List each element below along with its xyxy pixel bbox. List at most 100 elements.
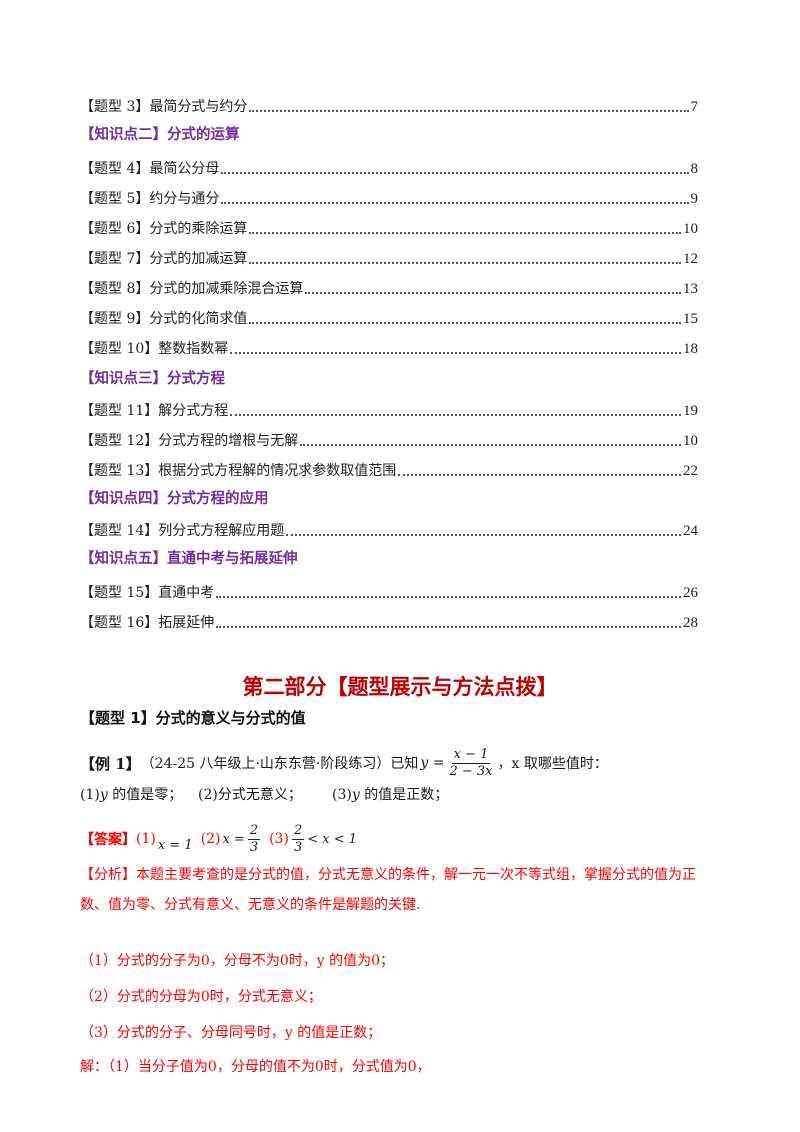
toc-dots xyxy=(249,110,689,112)
answer-1-label: (1) xyxy=(136,831,156,847)
toc-label: 【题型 7】分式的加减运算 xyxy=(80,251,248,267)
question-var: y xyxy=(351,787,360,803)
toc-dots xyxy=(286,534,681,536)
answer-2-label: (2) xyxy=(200,831,221,847)
example-tail: ，x 取哪些值时： xyxy=(497,756,608,772)
toc-dots xyxy=(221,172,689,174)
toc-label: 【题型 13】根据分式方程解的情况求参数取值范围 xyxy=(80,463,397,479)
toc-page: 12 xyxy=(683,251,698,267)
toc-heading-knowledge5: 【知识点五】直通中考与拓展延伸 xyxy=(80,551,298,567)
type-heading: 【题型 1】分式的意义与分式的值 xyxy=(80,709,306,727)
toc-item-type4[interactable]: 【题型 4】最简公分母 8 xyxy=(80,154,698,178)
answer-2-fraction: 2 3 xyxy=(247,822,261,856)
toc-dots xyxy=(305,292,681,294)
answer: 【答案】 (1) x = 1 (2) x = 2 3 (3) 2 3 < x <… xyxy=(80,816,357,862)
fraction-denominator: 2 − 3x xyxy=(449,763,493,779)
toc-item-type15[interactable]: 【题型 15】直通中考 26 xyxy=(80,578,698,602)
analysis-line-3: （3）分式的分子、分母同号时，y 的值是正数； xyxy=(80,1025,382,1041)
question-2: (2)分式无意义； xyxy=(198,784,332,804)
toc-page: 10 xyxy=(683,433,698,449)
toc-page: 19 xyxy=(683,403,698,419)
toc-item-type9[interactable]: 【题型 9】分式的化简求值 15 xyxy=(80,304,698,328)
toc-dots xyxy=(249,322,681,324)
analysis-paragraph: 【分析】本题主要考查的是分式的值，分式无意义的条件，解一元一次不等式组，掌握分式… xyxy=(80,867,696,913)
question-prefix: (1) xyxy=(80,787,100,803)
analysis-line-4: 解：（1）当分子值为0，分母的值不为0时，分式值为0， xyxy=(80,1059,431,1075)
question-prefix: (3) xyxy=(332,787,352,803)
toc-label: 【题型 12】分式方程的增根与无解 xyxy=(80,433,299,449)
answer-2-lhs: x = xyxy=(222,831,245,847)
analysis-line-2: （2）分式的分母为0时，分式无意义； xyxy=(80,989,322,1005)
toc-item-type7[interactable]: 【题型 7】分式的加减运算 12 xyxy=(80,244,698,268)
question-list: (1)y 的值是零； (2)分式无意义； (3)y 的值是正数； xyxy=(80,784,448,804)
question-text: 的值是正数； xyxy=(359,787,449,803)
answer-3-label: (3) xyxy=(269,831,289,847)
toc-dots xyxy=(398,474,681,476)
toc-item-type14[interactable]: 【题型 14】列分式方程解应用题 24 xyxy=(80,516,698,540)
example-fraction: x − 1 2 − 3x xyxy=(447,747,494,780)
toc-item-type11[interactable]: 【题型 11】解分式方程 19 xyxy=(80,396,698,420)
part-title: 第二部分【题型展示与方法点拨】 xyxy=(242,675,558,699)
toc-page: 15 xyxy=(683,311,698,327)
toc-page: 24 xyxy=(683,523,698,539)
toc-label: 【题型 5】约分与通分 xyxy=(80,191,220,207)
example-source: （24-25 八年级上·山东东营·阶段练习）已知 xyxy=(140,756,419,772)
toc-page: 13 xyxy=(683,281,698,297)
fraction-denominator: 3 xyxy=(249,839,259,855)
toc-label: 【题型 16】拓展延伸 xyxy=(80,615,215,631)
toc-page: 28 xyxy=(683,615,698,631)
toc-item-type13[interactable]: 【题型 13】根据分式方程解的情况求参数取值范围 22 xyxy=(80,456,698,480)
question-text: 的值是零； xyxy=(107,787,183,803)
toc-item-type3[interactable]: 【题型 3】最简分式与约分 7 xyxy=(80,92,698,116)
toc-dots xyxy=(300,444,681,446)
toc-heading-knowledge4: 【知识点四】分式方程的应用 xyxy=(80,491,269,507)
toc-label: 【题型 15】直通中考 xyxy=(80,585,215,601)
toc-label: 【题型 6】分式的乘除运算 xyxy=(80,221,248,237)
toc-dots xyxy=(221,202,689,204)
toc-page: 18 xyxy=(683,341,698,357)
toc-item-type16[interactable]: 【题型 16】拓展延伸 28 xyxy=(80,608,698,632)
answer-1-value: x = 1 xyxy=(157,837,193,853)
analysis-line-1: （1）分式的分子为0，分母不为0时，y 的值为0； xyxy=(80,953,394,969)
toc-label: 【题型 4】最简公分母 xyxy=(80,161,220,177)
example-tag: 【例 1】 xyxy=(80,754,141,773)
toc-dots xyxy=(230,414,681,416)
toc-heading-knowledge2: 【知识点二】分式的运算 xyxy=(80,127,240,143)
example-lhs: y = xyxy=(420,755,445,771)
toc-dots xyxy=(216,596,681,598)
question-var: y xyxy=(99,787,108,803)
answer-3-fraction: 2 3 xyxy=(291,823,305,856)
answer-3-rest: < x < 1 xyxy=(307,831,358,847)
toc-page: 22 xyxy=(683,463,698,479)
toc-heading-knowledge3: 【知识点三】分式方程 xyxy=(80,371,225,387)
question-1: (1)y 的值是零； xyxy=(80,784,198,804)
toc-dots xyxy=(249,262,681,264)
toc-page: 7 xyxy=(690,99,699,115)
fraction-numerator: 2 xyxy=(247,822,261,840)
toc-label: 【题型 8】分式的加减乘除混合运算 xyxy=(80,281,304,297)
question-prefix: (2) xyxy=(198,787,218,803)
toc-label: 【题型 11】解分式方程 xyxy=(80,403,229,419)
toc-page: 26 xyxy=(683,585,698,601)
toc-dots xyxy=(216,626,681,628)
toc-item-type8[interactable]: 【题型 8】分式的加减乘除混合运算 13 xyxy=(80,274,698,298)
toc-label: 【题型 3】最简分式与约分 xyxy=(80,99,248,115)
toc-label: 【题型 9】分式的化简求值 xyxy=(80,311,248,327)
toc-page: 10 xyxy=(683,221,698,237)
toc-dots xyxy=(249,232,681,234)
toc-item-type5[interactable]: 【题型 5】约分与通分 9 xyxy=(80,184,698,208)
question-text: 分式无意义； xyxy=(217,787,302,803)
toc-item-type6[interactable]: 【题型 6】分式的乘除运算 10 xyxy=(80,214,698,238)
fraction-numerator: x − 1 xyxy=(451,746,491,764)
toc-page: 8 xyxy=(690,161,699,177)
fraction-denominator: 3 xyxy=(293,839,303,855)
toc-label: 【题型 14】列分式方程解应用题 xyxy=(80,523,285,539)
answer-tag: 【答案】 xyxy=(80,832,136,848)
toc-label: 【题型 10】整数指数幂 xyxy=(80,341,229,357)
toc-dots xyxy=(230,352,681,354)
example-1: 【例 1】 （24-25 八年级上·山东东营·阶段练习）已知 y = x − 1… xyxy=(80,740,608,786)
question-3: (3)y 的值是正数； xyxy=(332,784,448,804)
toc-item-type10[interactable]: 【题型 10】整数指数幂 18 xyxy=(80,334,698,358)
toc-page: 9 xyxy=(690,191,699,207)
toc-item-type12[interactable]: 【题型 12】分式方程的增根与无解 10 xyxy=(80,426,698,450)
